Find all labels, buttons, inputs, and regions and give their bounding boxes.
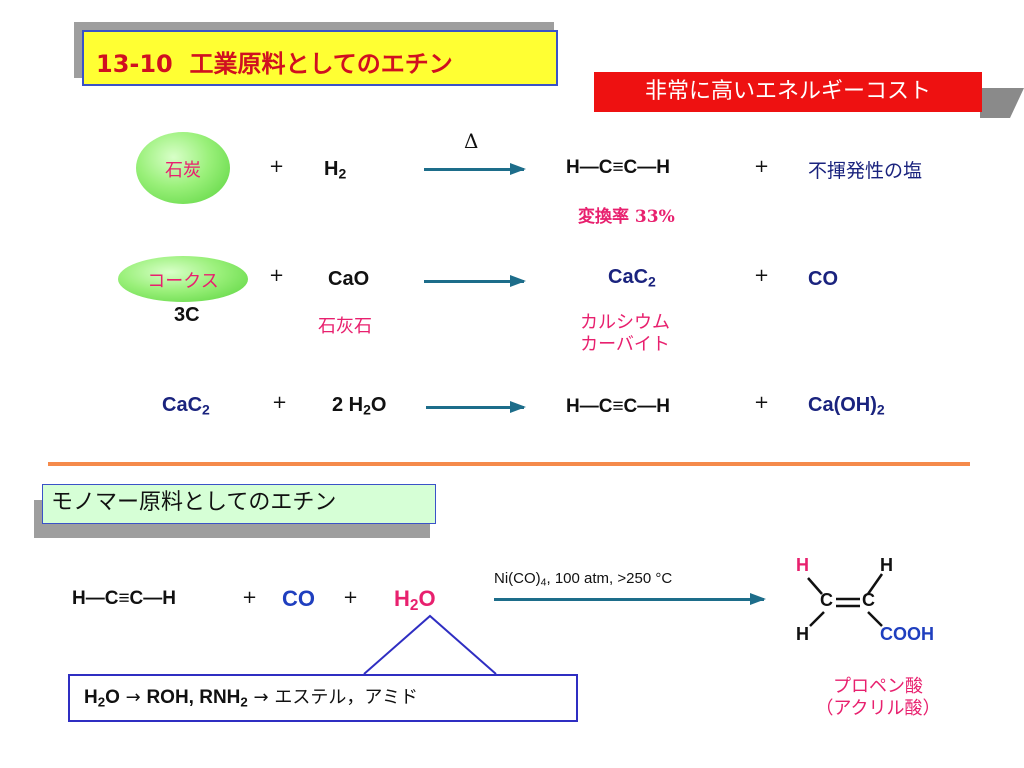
calcium-hydroxide-formula: Ca(OH)2 <box>808 394 885 418</box>
cost-banner-shadow <box>980 88 1024 118</box>
ethyne-formula: H—C≡C—H <box>566 396 670 417</box>
water-substitution-note: H2O → ROH, RNH2 → エステル，アミド <box>68 674 578 722</box>
page-title: 13-10 工業原料としてのエチン <box>96 50 453 78</box>
acrylic-h-bottom: H <box>796 624 809 644</box>
calcium-carbide-formula: CaC2 <box>608 266 656 290</box>
plus-sign: + <box>269 265 285 286</box>
co-reactant: CO <box>282 586 315 611</box>
reaction-conditions: Ni(CO)4, 100 atm, >250 °C <box>494 570 673 589</box>
acrylic-h-top-left: H <box>796 555 809 575</box>
reaction-arrow <box>494 593 766 605</box>
conversion-rate: 変換率 33% <box>578 207 675 227</box>
coke-formula: 3C <box>174 304 200 326</box>
section-divider <box>48 462 970 466</box>
cao-formula: CaO <box>328 268 370 290</box>
water-reactant: H2O <box>394 586 436 614</box>
hydrogen-formula: H2 <box>324 158 347 182</box>
plus-sign: + <box>754 265 770 286</box>
acrylic-h-top-right: H <box>880 555 893 575</box>
water-reactant: 2 H2O <box>332 394 387 418</box>
carbon-monoxide-formula: CO <box>808 268 838 290</box>
byproduct-label: 不揮発性の塩 <box>808 160 923 182</box>
coal-oval <box>136 132 230 204</box>
coal-label: 石炭 <box>165 160 201 181</box>
limestone-label: 石灰石 <box>318 316 372 337</box>
energy-cost-label: 非常に高いエネルギーコスト <box>594 72 982 112</box>
ethyne-formula: H—C≡C—H <box>72 588 176 609</box>
coke-label: コークス <box>147 271 219 292</box>
acrylic-acid-bonds <box>807 573 884 627</box>
monomer-heading: モノマー原料としてのエチン <box>42 484 436 524</box>
carboxyl-group: COOH <box>880 624 934 644</box>
acrylic-acid-name: プロペン酸 （アクリル酸） <box>815 676 941 719</box>
calcium-carbide-name: カルシウム カーバイト <box>580 312 670 355</box>
plus-sign: + <box>754 392 770 413</box>
ethyne-formula: H—C≡C—H <box>566 157 670 178</box>
acrylic-c-left: C <box>820 590 833 610</box>
plus-sign: + <box>343 587 359 608</box>
reaction-arrow <box>424 163 526 175</box>
plus-sign: + <box>242 587 258 608</box>
heat-symbol: Δ <box>464 129 479 153</box>
reaction-arrow <box>426 401 526 413</box>
plus-sign: + <box>754 156 770 177</box>
reaction-arrow <box>424 275 526 287</box>
title-box: 13-10 工業原料としてのエチン <box>82 30 558 86</box>
calcium-carbide-reactant: CaC2 <box>162 394 210 418</box>
acrylic-c-right: C <box>862 590 875 610</box>
plus-sign: + <box>272 392 288 413</box>
note-callout-pointer <box>363 614 497 675</box>
coke-oval <box>118 256 248 302</box>
plus-sign: + <box>269 156 285 177</box>
